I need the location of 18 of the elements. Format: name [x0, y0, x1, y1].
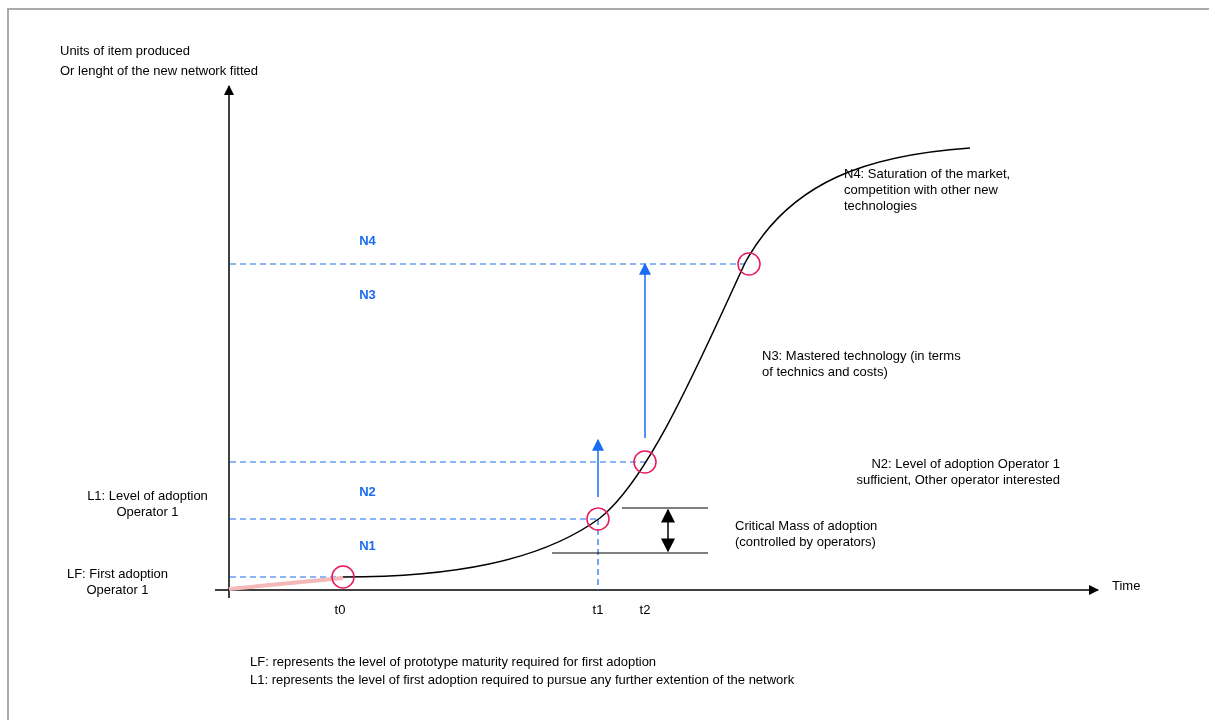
note-text: L1: represents the level of first adoption required to pursue any further extention of the network — [250, 672, 795, 688]
tick-label: t0 — [333, 602, 347, 618]
annotation-text: Critical Mass of adoption (controlled by operators) — [735, 518, 879, 550]
level-label: N4 — [358, 233, 377, 249]
axis-label: Or lenght of the new network fitted — [60, 63, 258, 79]
annotation-text: LF: First adoption Operator 1 — [65, 566, 170, 598]
axis-label: Time — [1112, 578, 1141, 594]
annotation-text: N3: Mastered technology (in terms of technics and costs) — [762, 348, 962, 380]
tick-label: t1 — [591, 602, 605, 618]
note-text: LF: represents the level of prototype maturity required for first adoption — [250, 654, 657, 670]
tick-label: t2 — [638, 602, 652, 618]
axis-label: Units of item produced — [60, 43, 191, 59]
level-label: N1 — [358, 538, 377, 554]
level-label: N2 — [358, 484, 377, 500]
annotation-text: N2: Level of adoption Operator 1 sufficient, Other operator interested — [855, 456, 1060, 488]
level-label: N3 — [358, 287, 377, 303]
annotation-text: L1: Level of adoption Operator 1 — [86, 488, 209, 520]
annotation-text: N4: Saturation of the market, competition with other new technologies — [844, 166, 1012, 214]
